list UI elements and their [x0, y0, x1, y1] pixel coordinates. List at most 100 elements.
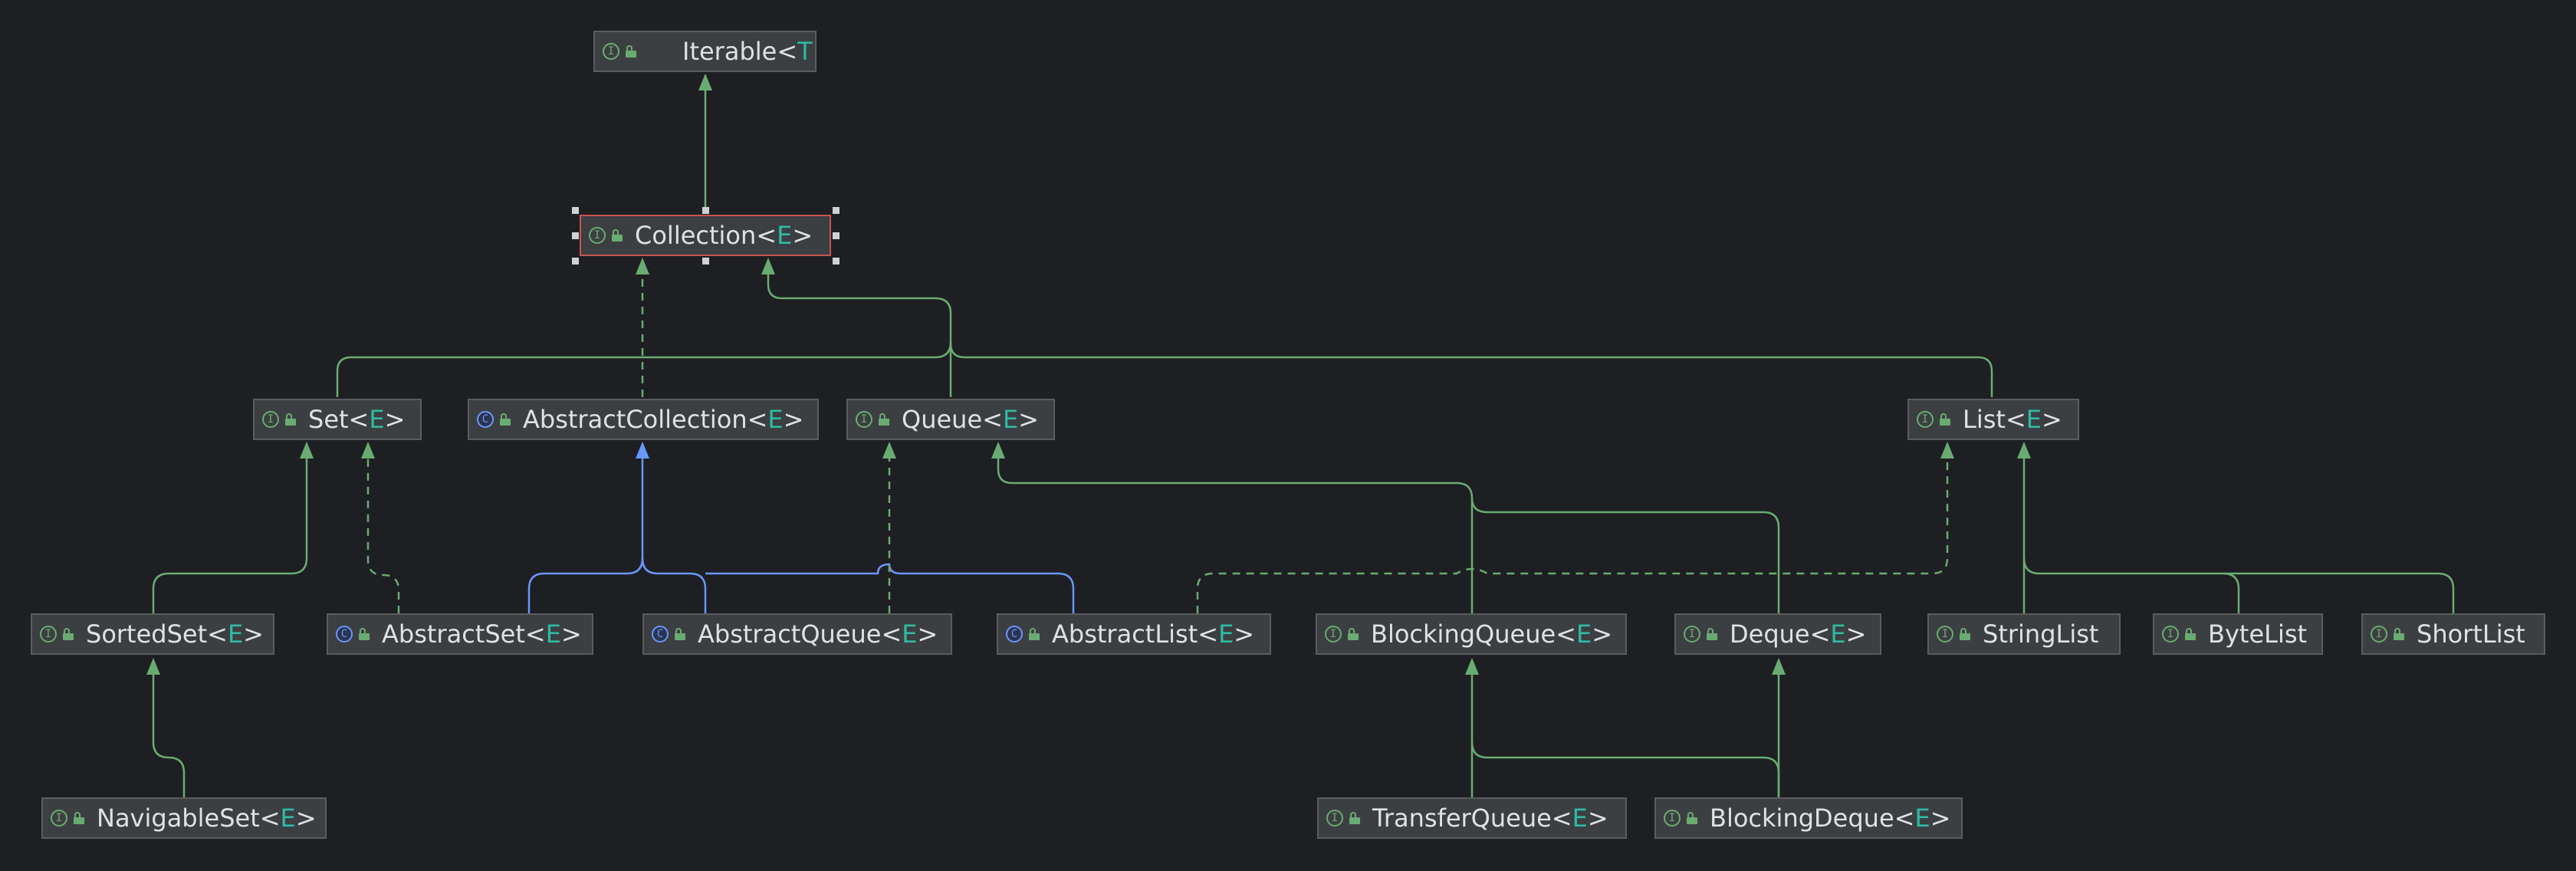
arrowhead — [636, 442, 649, 459]
edge-shortlist-list — [2223, 572, 2455, 613]
lock-icon — [1687, 812, 1697, 824]
selection-handle[interactable] — [702, 207, 709, 214]
interface-icon: I — [1325, 626, 1342, 643]
lock-icon — [879, 413, 889, 426]
type-param: E — [1218, 620, 1234, 649]
edge-list-collection — [949, 343, 1993, 397]
type-param: E — [227, 620, 244, 649]
edge-set-collection — [336, 268, 952, 397]
node-abstract-queue[interactable]: C AbstractQueue<E> — [642, 613, 952, 655]
class-icon: C — [1006, 626, 1023, 643]
arrowhead — [698, 74, 712, 90]
interface-icon: I — [262, 411, 279, 428]
node-name: Iterable — [682, 37, 777, 66]
arrowhead — [146, 658, 160, 675]
type-param: E — [1576, 620, 1592, 649]
class-icon: C — [477, 411, 494, 428]
type-param: E — [767, 405, 784, 434]
type-param: E — [280, 804, 296, 833]
node-name: ByteList — [2208, 620, 2308, 649]
type-param: E — [2026, 405, 2042, 434]
selection-handle[interactable] — [833, 232, 840, 239]
node-name: List — [1963, 405, 2006, 434]
node-iterable[interactable]: I Iterable<T> — [593, 31, 816, 72]
node-string-list[interactable]: I StringList — [1927, 613, 2121, 655]
edge-blockingdeque-blockingqueue — [1470, 741, 1780, 797]
interface-icon: I — [2371, 626, 2387, 643]
type-param: E — [902, 620, 918, 649]
node-name: AbstractQueue — [698, 620, 882, 649]
node-blocking-queue[interactable]: I BlockingQueue<E> — [1316, 613, 1627, 655]
lock-icon — [1940, 413, 1950, 426]
lock-icon — [1960, 628, 1970, 640]
node-blocking-deque[interactable]: I BlockingDeque<E> — [1654, 797, 1963, 839]
interface-icon: I — [856, 411, 872, 428]
type-param: E — [1830, 620, 1846, 649]
node-name: BlockingDeque — [1710, 804, 1894, 833]
edge-bytelist-list — [2022, 557, 2240, 613]
node-name: NavigableSet — [97, 804, 260, 833]
selection-handle[interactable] — [572, 232, 579, 239]
lock-icon — [359, 628, 370, 640]
node-deque[interactable]: I Deque<E> — [1674, 613, 1881, 655]
node-short-list[interactable]: I ShortList — [2361, 613, 2545, 655]
type-param: E — [1572, 804, 1588, 833]
node-name: ShortList — [2417, 620, 2525, 649]
node-sorted-set[interactable]: I SortedSet<E> — [31, 613, 274, 655]
interface-icon: I — [1684, 626, 1700, 643]
edge-abstractlist-list — [1196, 457, 1949, 613]
selection-handle[interactable] — [833, 258, 840, 265]
lock-icon — [675, 628, 685, 640]
arrowhead — [636, 258, 649, 274]
edge-navigableset-sortedset — [152, 673, 186, 797]
selection-handle[interactable] — [702, 258, 709, 265]
lock-icon — [1348, 628, 1359, 640]
arrowhead — [882, 442, 896, 459]
lock-icon — [2185, 628, 2196, 640]
node-abstract-list[interactable]: C AbstractList<E> — [997, 613, 1271, 655]
arrowhead — [361, 442, 375, 459]
interface-icon: I — [1937, 626, 1953, 643]
arrowhead — [1940, 442, 1954, 459]
lock-icon — [500, 413, 511, 426]
lock-icon — [1029, 628, 1040, 640]
node-navigable-set[interactable]: I NavigableSet<E> — [41, 797, 327, 839]
selection-handle[interactable] — [572, 258, 579, 265]
node-abstract-collection[interactable]: C AbstractCollection<E> — [468, 399, 819, 440]
arrowhead — [761, 258, 775, 274]
lock-icon — [626, 45, 636, 58]
node-name: SortedSet — [86, 620, 208, 649]
lock-icon — [1349, 812, 1360, 824]
interface-icon: I — [51, 810, 67, 827]
interface-icon: I — [589, 227, 606, 244]
type-param: E — [369, 405, 385, 434]
selection-handle[interactable] — [833, 207, 840, 214]
node-transfer-queue[interactable]: I TransferQueue<E> — [1317, 797, 1627, 839]
arrowhead — [1772, 658, 1786, 675]
type-param: T — [797, 37, 813, 66]
edge-abstractlist-abstractcollection — [705, 563, 1075, 613]
interface-icon: I — [2162, 626, 2179, 643]
node-queue[interactable]: I Queue<E> — [846, 399, 1055, 440]
node-byte-list[interactable]: I ByteList — [2153, 613, 2323, 655]
arrowhead — [300, 442, 314, 459]
edge-sortedset-set — [152, 457, 308, 613]
node-name: Collection — [635, 221, 757, 250]
edge-abstractset-abstractcollection — [527, 457, 644, 613]
class-icon: C — [652, 626, 669, 643]
node-collection[interactable]: I Collection<E> — [580, 215, 831, 256]
arrowhead — [2017, 442, 2031, 459]
node-abstract-set[interactable]: C AbstractSet<E> — [327, 613, 593, 655]
interface-icon: I — [1664, 810, 1681, 827]
type-param: E — [1914, 804, 1930, 833]
lock-icon — [74, 812, 84, 824]
node-name: AbstractCollection — [523, 405, 748, 434]
edge-deque-queue — [1470, 498, 1780, 613]
node-set[interactable]: I Set<E> — [253, 399, 422, 440]
node-list[interactable]: I List<E> — [1907, 399, 2079, 440]
interface-icon: I — [1917, 411, 1934, 428]
interface-icon: I — [1326, 810, 1343, 827]
type-param: E — [777, 221, 793, 250]
selection-handle[interactable] — [572, 207, 579, 214]
